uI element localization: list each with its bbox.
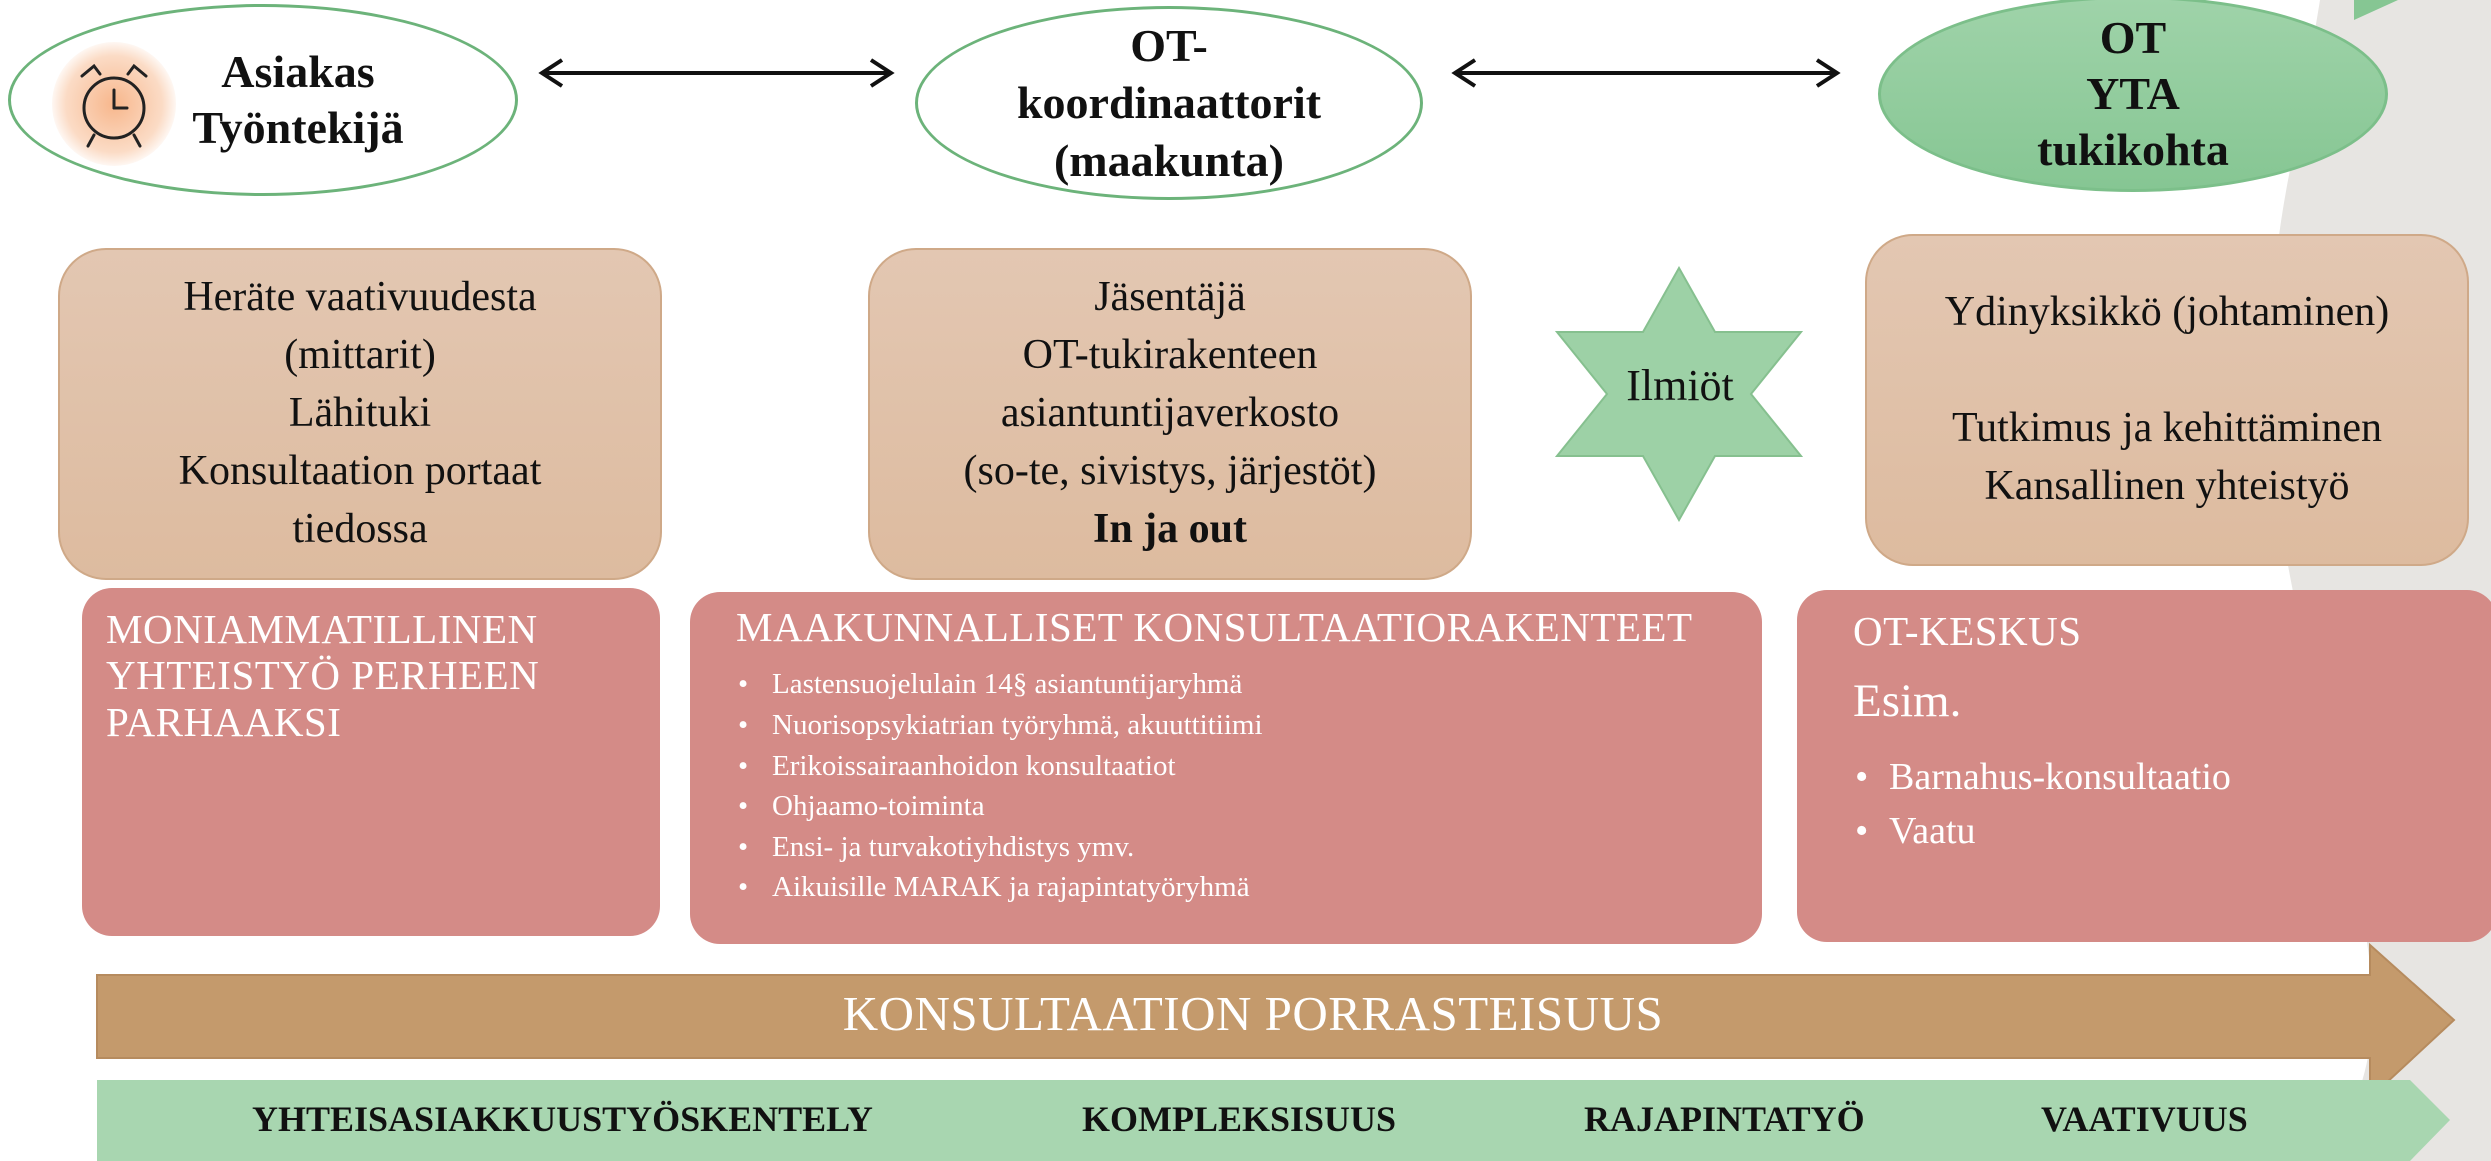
star-label: Ilmiöt: [1626, 361, 1734, 410]
green-arrow: [97, 1080, 2450, 1161]
box1-line2: (mittarit): [284, 332, 436, 379]
maakunnalliset-list: Lastensuojelulain 14§ asiantuntijaryhmä …: [736, 664, 1716, 908]
list-item: Vaatu: [1853, 804, 2441, 858]
box2-line5: In ja out: [1092, 505, 1248, 552]
box2-line2: OT-tukirakenteen: [1022, 332, 1318, 379]
double-arrow-right: [1451, 58, 1841, 88]
list-item: Ohjaamo-toiminta: [736, 786, 1716, 827]
node-yta-line2: YTA: [2086, 67, 2180, 119]
box1-line4: Konsultaation portaat: [178, 447, 542, 494]
list-item: Lastensuojelulain 14§ asiantuntijaryhmä: [736, 664, 1716, 705]
node-ot-yta-tukikohta: OT YTA tukikohta: [1878, 0, 2388, 192]
node-ot-line2: koordinaattorit: [1016, 77, 1322, 129]
box3-line3: Kansallinen yhteistyö: [1984, 462, 2350, 509]
box2-line3: asiantuntijaverkosto: [1000, 390, 1340, 437]
double-arrow-left: [538, 58, 895, 88]
node-asiakas: Asiakas Työntekijä: [8, 4, 518, 196]
node-yta-line3: tukikohta: [2037, 124, 2229, 176]
box2-line1: Jäsentäjä: [1094, 274, 1246, 321]
node-ot-line1: OT-: [1130, 20, 1208, 72]
panel-moniammatillinen-title: MONIAMMATILLINEN YHTEISTYÖ PERHEEN PARHA…: [106, 606, 636, 745]
node-ot-koordinaattorit: OT- koordinaattorit (maakunta): [915, 6, 1423, 200]
connector-arrows: [538, 58, 1841, 88]
green-label-yhteisasiakkuus: YHTEISASIAKKUUSTYÖSKENTELY: [252, 1099, 873, 1139]
box3-line1: Ydinyksikkö (johtaminen): [1944, 289, 2390, 336]
green-label-rajapintatyo: RAJAPINTATYÖ: [1584, 1099, 1865, 1139]
box3-line2: Tutkimus ja kehittäminen: [1951, 405, 2383, 452]
title-line1: MONIAMMATILLINEN: [106, 606, 538, 652]
box-ydinyksikko: Ydinyksikkö (johtaminen) Tutkimus ja keh…: [1865, 234, 2469, 566]
node-ot-line3: (maakunta): [1053, 134, 1284, 186]
box1-line3: Lähituki: [288, 390, 432, 437]
list-item: Erikoissairaanhoidon konsultaatiot: [736, 746, 1716, 787]
node-asiakas-line1: Asiakas: [221, 45, 375, 97]
panel-maakunnalliset: MAAKUNNALLISET KONSULTAATIORAKENTEET Las…: [690, 592, 1762, 944]
green-label-kompleksisuus: KOMPLEKSISUUS: [1082, 1099, 1397, 1139]
panel-maakunnalliset-title: MAAKUNNALLISET KONSULTAATIORAKENTEET: [736, 604, 1693, 650]
star-shape: [1554, 266, 1804, 522]
box2-line4: (so-te, sivistys, järjestöt): [963, 447, 1377, 494]
panel-moniammatillinen: MONIAMMATILLINEN YHTEISTYÖ PERHEEN PARHA…: [82, 588, 660, 936]
konsultaatio-arrow-label: KONSULTAATION PORRASTEISUUS: [842, 986, 1664, 1041]
panel-ot-keskus-subtitle: Esim.: [1853, 675, 1962, 728]
panel-ot-keskus-title: OT-KESKUS: [1853, 608, 2082, 654]
ot-keskus-list: Barnahus-konsultaatio Vaatu: [1853, 750, 2441, 858]
box-herate: Heräte vaativuudesta (mittarit) Lähituki…: [58, 248, 662, 580]
node-yta-line1: OT: [2099, 11, 2167, 63]
alarm-clock-icon: [52, 42, 176, 166]
title-line2: YHTEISTYÖ PERHEEN: [106, 652, 540, 699]
list-item: Barnahus-konsultaatio: [1853, 750, 2441, 804]
list-item: Ensi- ja turvakotiyhdistys ymv.: [736, 827, 1716, 868]
box1-line5: tiedossa: [292, 505, 428, 552]
list-item: Aikuisille MARAK ja rajapintatyöryhmä: [736, 867, 1716, 908]
konsultaatio-arrow: [96, 942, 2456, 1101]
box-jasentaja: Jäsentäjä OT-tukirakenteen asiantuntijav…: [868, 248, 1472, 580]
title-line3: PARHAAKSI: [106, 698, 342, 745]
node-asiakas-line2: Työntekijä: [192, 102, 404, 153]
green-label-vaativuus: VAATIVUUS: [2041, 1099, 2248, 1139]
top-right-green-corner: [2354, 0, 2398, 20]
box1-line1: Heräte vaativuudesta: [183, 274, 537, 321]
panel-ot-keskus: OT-KESKUS Esim. Barnahus-konsultaatio Va…: [1797, 590, 2491, 942]
list-item: Nuorisopsykiatrian työryhmä, akuuttitiim…: [736, 705, 1716, 746]
